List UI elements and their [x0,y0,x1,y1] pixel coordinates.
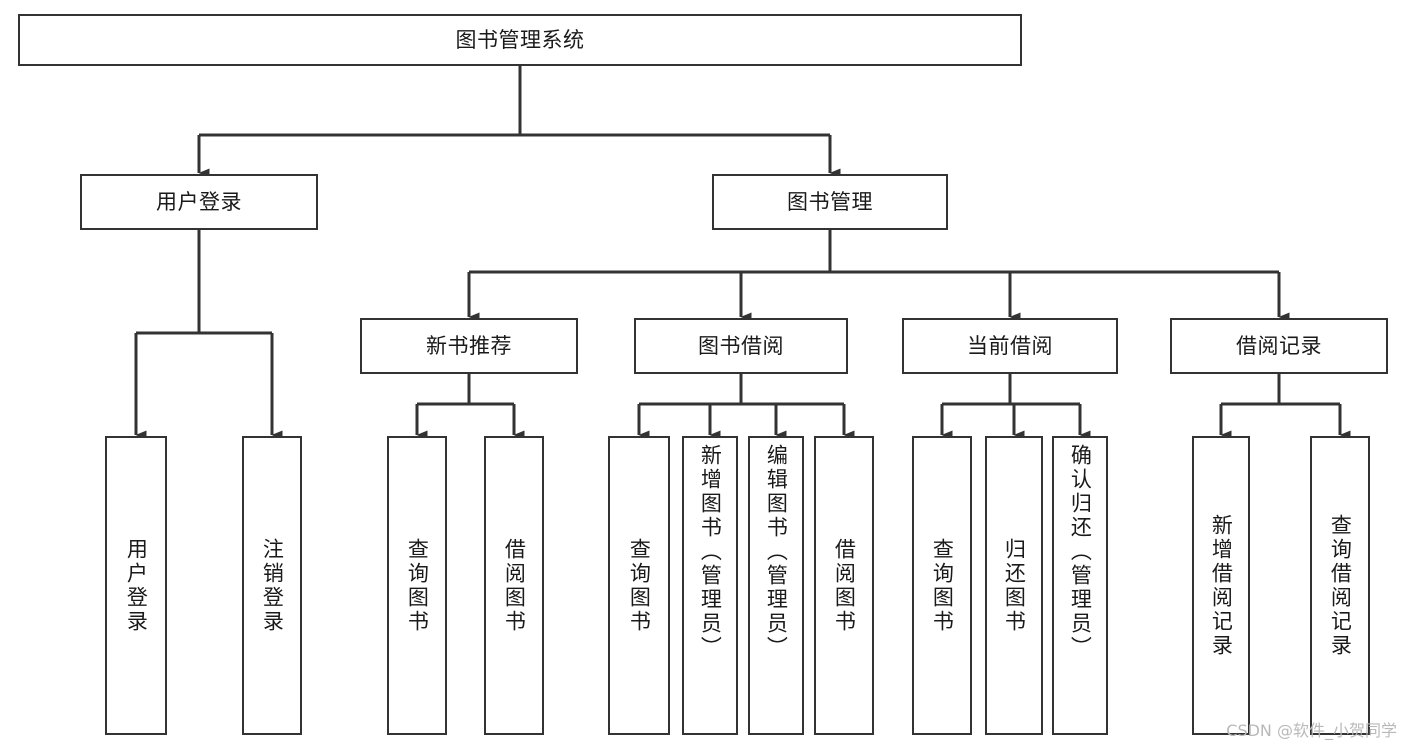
node-book-management-label: 图书管理 [787,189,873,214]
leaf-add-book-admin-label: 新增图书（管理员） [698,444,723,660]
leaf-edit-book-admin[interactable]: 编辑图书（管理员） [748,436,804,735]
node-new-book-recommendation[interactable]: 新书推荐 [360,318,578,374]
node-book-borrowing[interactable]: 图书借阅 [634,318,848,374]
leaf-query-book-current[interactable]: 查询图书 [912,436,972,735]
leaf-user-login-label: 用户登录 [124,537,149,634]
node-new-book-recommendation-label: 新书推荐 [426,333,512,358]
node-root-label: 图书管理系统 [455,27,585,52]
leaf-add-book-admin[interactable]: 新增图书（管理员） [682,436,738,735]
leaf-logout[interactable]: 注销登录 [242,436,302,735]
leaf-confirm-return-admin[interactable]: 确认归还（管理员） [1052,436,1108,735]
node-current-borrowing-label: 当前借阅 [967,333,1053,358]
node-user-login[interactable]: 用户登录 [80,174,318,230]
leaf-borrow-book-new-recommendation-label: 借阅图书 [502,537,527,634]
leaf-query-borrowing-record-label: 查询借阅记录 [1328,513,1353,658]
node-book-management[interactable]: 图书管理 [712,174,948,230]
leaf-borrow-book-new-recommendation[interactable]: 借阅图书 [484,436,544,735]
leaf-add-borrowing-record-label: 新增借阅记录 [1209,513,1234,658]
leaf-borrow-book-borrowing[interactable]: 借阅图书 [814,436,874,735]
leaf-logout-label: 注销登录 [260,537,285,634]
leaf-query-book-new-recommendation-label: 查询图书 [405,537,430,634]
leaf-query-borrowing-record[interactable]: 查询借阅记录 [1310,436,1370,735]
leaf-query-book-borrowing-label: 查询图书 [627,537,652,634]
leaf-edit-book-admin-label: 编辑图书（管理员） [764,444,789,660]
node-borrowing-record[interactable]: 借阅记录 [1170,318,1388,374]
leaf-query-book-borrowing[interactable]: 查询图书 [608,436,670,735]
leaf-return-book-label: 归还图书 [1002,537,1027,634]
node-user-login-label: 用户登录 [156,189,242,214]
leaf-borrow-book-borrowing-label: 借阅图书 [832,537,857,634]
csdn-watermark: CSDN @软件_小贺同学 [1226,721,1397,740]
leaf-query-book-new-recommendation[interactable]: 查询图书 [387,436,447,735]
node-borrowing-record-label: 借阅记录 [1236,333,1322,358]
connector-lines [134,66,1351,440]
node-root[interactable]: 图书管理系统 [18,14,1022,66]
node-current-borrowing[interactable]: 当前借阅 [902,318,1118,374]
leaf-query-book-current-label: 查询图书 [930,537,955,634]
leaf-return-book[interactable]: 归还图书 [985,436,1043,735]
leaf-add-borrowing-record[interactable]: 新增借阅记录 [1192,436,1250,735]
leaf-confirm-return-admin-label: 确认归还（管理员） [1068,444,1093,660]
leaf-user-login[interactable]: 用户登录 [105,436,167,735]
node-book-borrowing-label: 图书借阅 [698,333,784,358]
